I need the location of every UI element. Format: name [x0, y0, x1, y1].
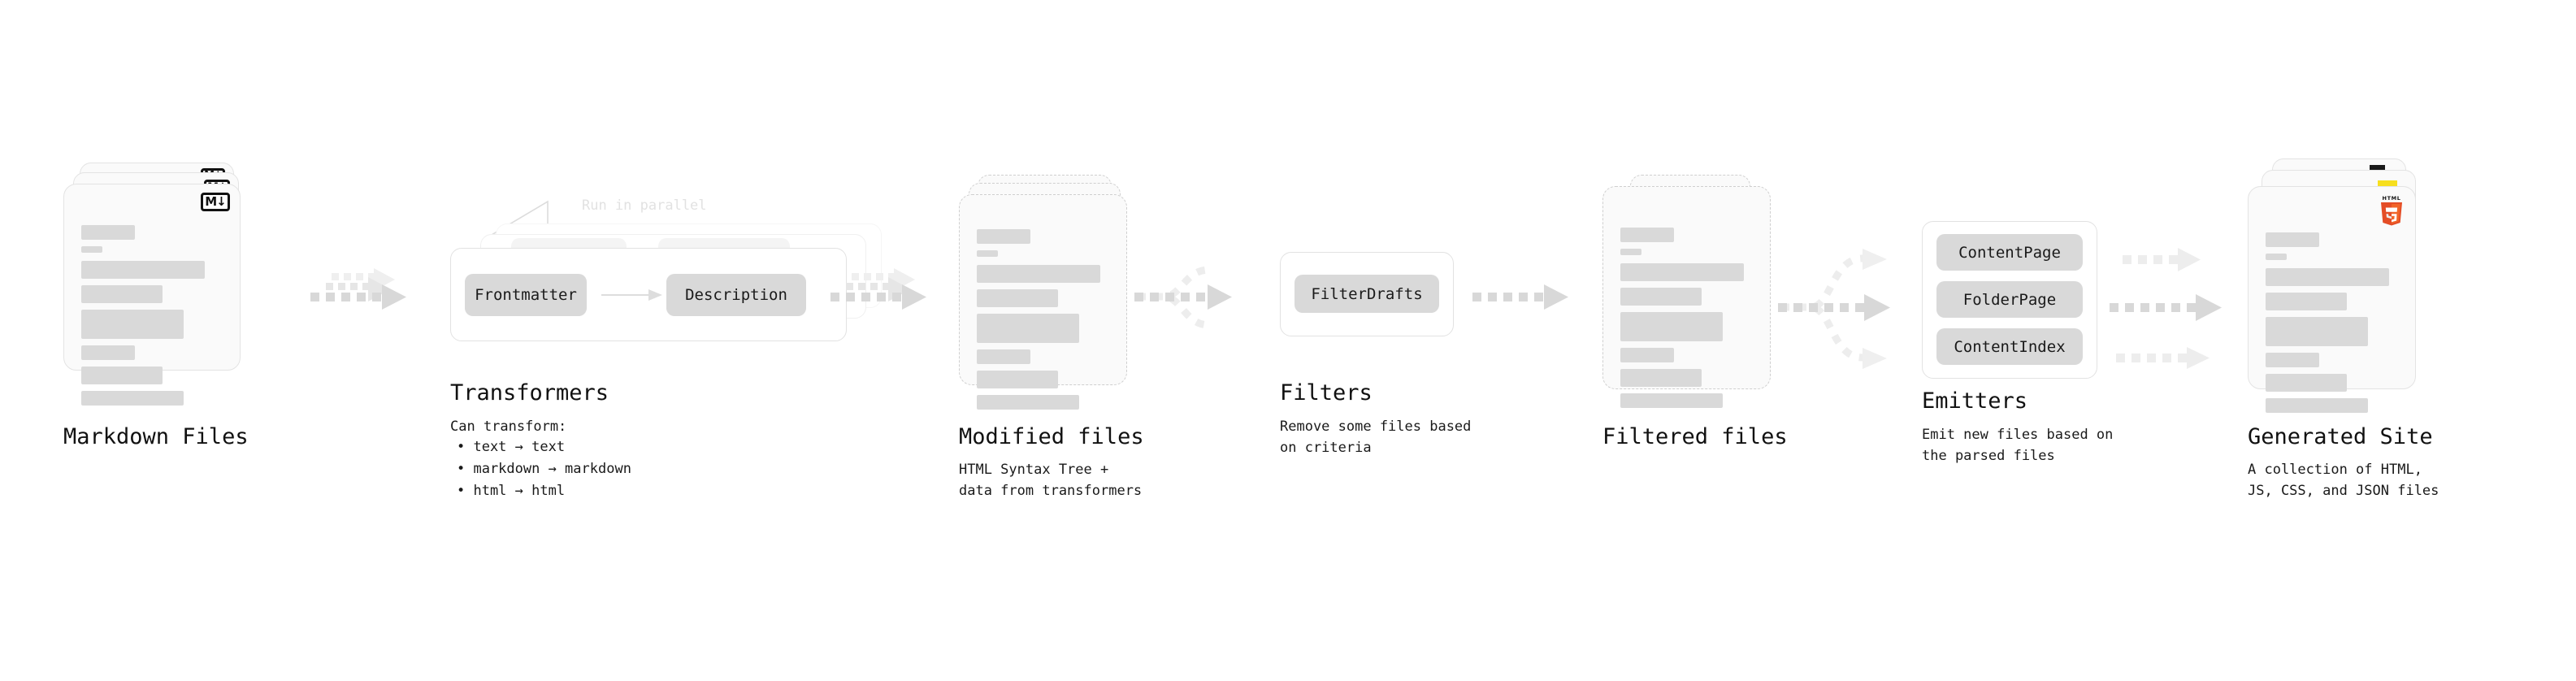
modified-files-title: Modified files	[959, 424, 1144, 449]
markdown-file-content	[81, 225, 225, 412]
connector-modified-to-filters	[1134, 266, 1232, 329]
transformers-bullet-2: • markdown → markdown	[457, 461, 631, 477]
transformers-bullet-1: • text → text	[457, 439, 566, 455]
filtered-file-card-front	[1602, 186, 1771, 408]
modified-files-subtitle: HTML Syntax Tree + data from transformer…	[959, 462, 1143, 500]
filters-subtitle: Remove some files based on criteria	[1280, 419, 1472, 457]
transformer-pill-description[interactable]: Description	[666, 274, 806, 316]
modified-file-content	[977, 229, 1112, 416]
emitter-pill-folderpage[interactable]: FolderPage	[1936, 281, 2083, 318]
transformers-title: Transformers	[450, 380, 609, 406]
emitter-pill-contentindex[interactable]: ContentIndex	[1936, 328, 2083, 365]
markdown-icon: M↓	[201, 193, 230, 211]
filtered-file-content	[1620, 228, 1755, 414]
filtered-files-title: Filtered files	[1602, 424, 1788, 449]
connector-emitters-to-site	[2110, 248, 2222, 369]
transformer-pill-frontmatter[interactable]: Frontmatter	[465, 274, 587, 316]
connector-filters-to-filtered	[1472, 284, 1568, 310]
connector-filtered-to-emitters	[1778, 249, 1890, 369]
generated-site-subtitle: A collection of HTML, JS, CSS, and JSON …	[2248, 462, 2439, 500]
generated-site-title: Generated Site	[2248, 424, 2433, 449]
filter-pill-filterdrafts[interactable]: FilterDrafts	[1295, 275, 1439, 313]
markdown-file-card-front: M↓	[63, 184, 241, 406]
connector-md-to-transformers	[310, 268, 406, 310]
emitters-subtitle: Emit new files based on the parsed files	[1922, 427, 2114, 465]
site-file-content	[2266, 232, 2400, 419]
site-file-card-front: HTML	[2248, 186, 2416, 413]
transformers-bullet-3: • html → html	[457, 483, 566, 499]
html5-icon: HTML	[2381, 195, 2402, 226]
run-in-parallel-label: Run in parallel	[582, 197, 707, 214]
filters-title: Filters	[1280, 380, 1373, 406]
markdown-files-title: Markdown Files	[63, 424, 249, 449]
svg-text:HTML: HTML	[2383, 195, 2401, 202]
emitters-title: Emitters	[1922, 388, 2028, 414]
emitter-pill-contentpage[interactable]: ContentPage	[1936, 234, 2083, 271]
transformer-inner-arrow	[601, 289, 662, 301]
connector-transformers-to-modified	[830, 268, 926, 310]
modified-file-card-front	[959, 194, 1127, 410]
transformers-subtitle: Can transform:	[450, 419, 567, 435]
